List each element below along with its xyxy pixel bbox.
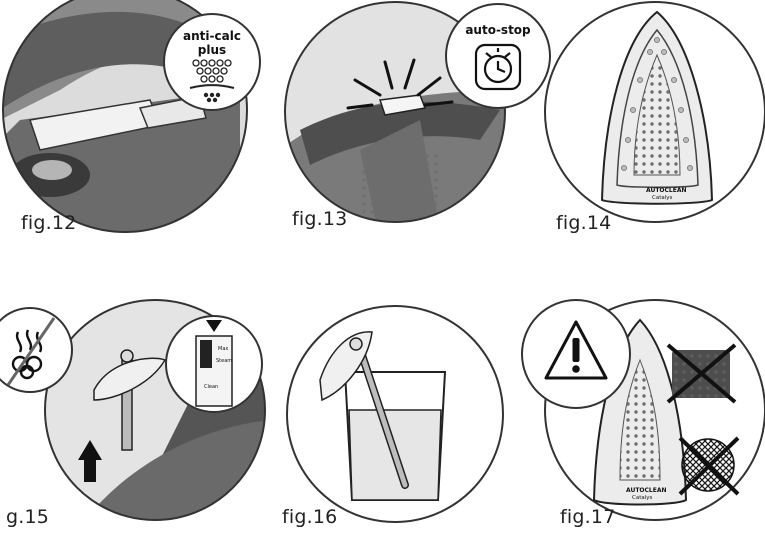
fig12-illustration: anti-calc plus (0, 0, 260, 240)
abrasive-pad-icon (668, 345, 735, 402)
fig15-illustration: Max Steam Clean (0, 300, 280, 532)
scale-mid-text: Steam (216, 358, 232, 364)
badge-autostop-text: auto-stop (465, 23, 531, 37)
badge-plus-text: plus (198, 43, 226, 57)
fig14-illustration: AUTOCLEAN Catalys (545, 2, 765, 222)
fig15-label: g.15 (6, 506, 49, 528)
fig13-label: fig.13 (292, 208, 347, 230)
scale-top-text: Max (218, 346, 228, 352)
scale-bot-text: Clean (204, 384, 218, 390)
fig16-illustration (287, 306, 503, 522)
catalys-logo-text: Catalys (652, 195, 673, 201)
autoclean-logo-text: AUTOCLEAN (626, 487, 667, 494)
catalys-logo-text: Catalys (632, 495, 653, 501)
fig12-label: fig.12 (21, 212, 76, 234)
fig17-illustration: AUTOCLEAN Catalys (522, 300, 765, 520)
fig16-label: fig.16 (282, 506, 337, 528)
fig17-label: fig.17 (560, 506, 615, 528)
fig14-label: fig.14 (556, 212, 611, 234)
badge-anticalc-text: anti-calc (183, 29, 241, 43)
steel-wool-icon (680, 438, 738, 494)
autoclean-logo-text: AUTOCLEAN (646, 187, 687, 194)
fig13-illustration: auto-stop (280, 0, 550, 240)
